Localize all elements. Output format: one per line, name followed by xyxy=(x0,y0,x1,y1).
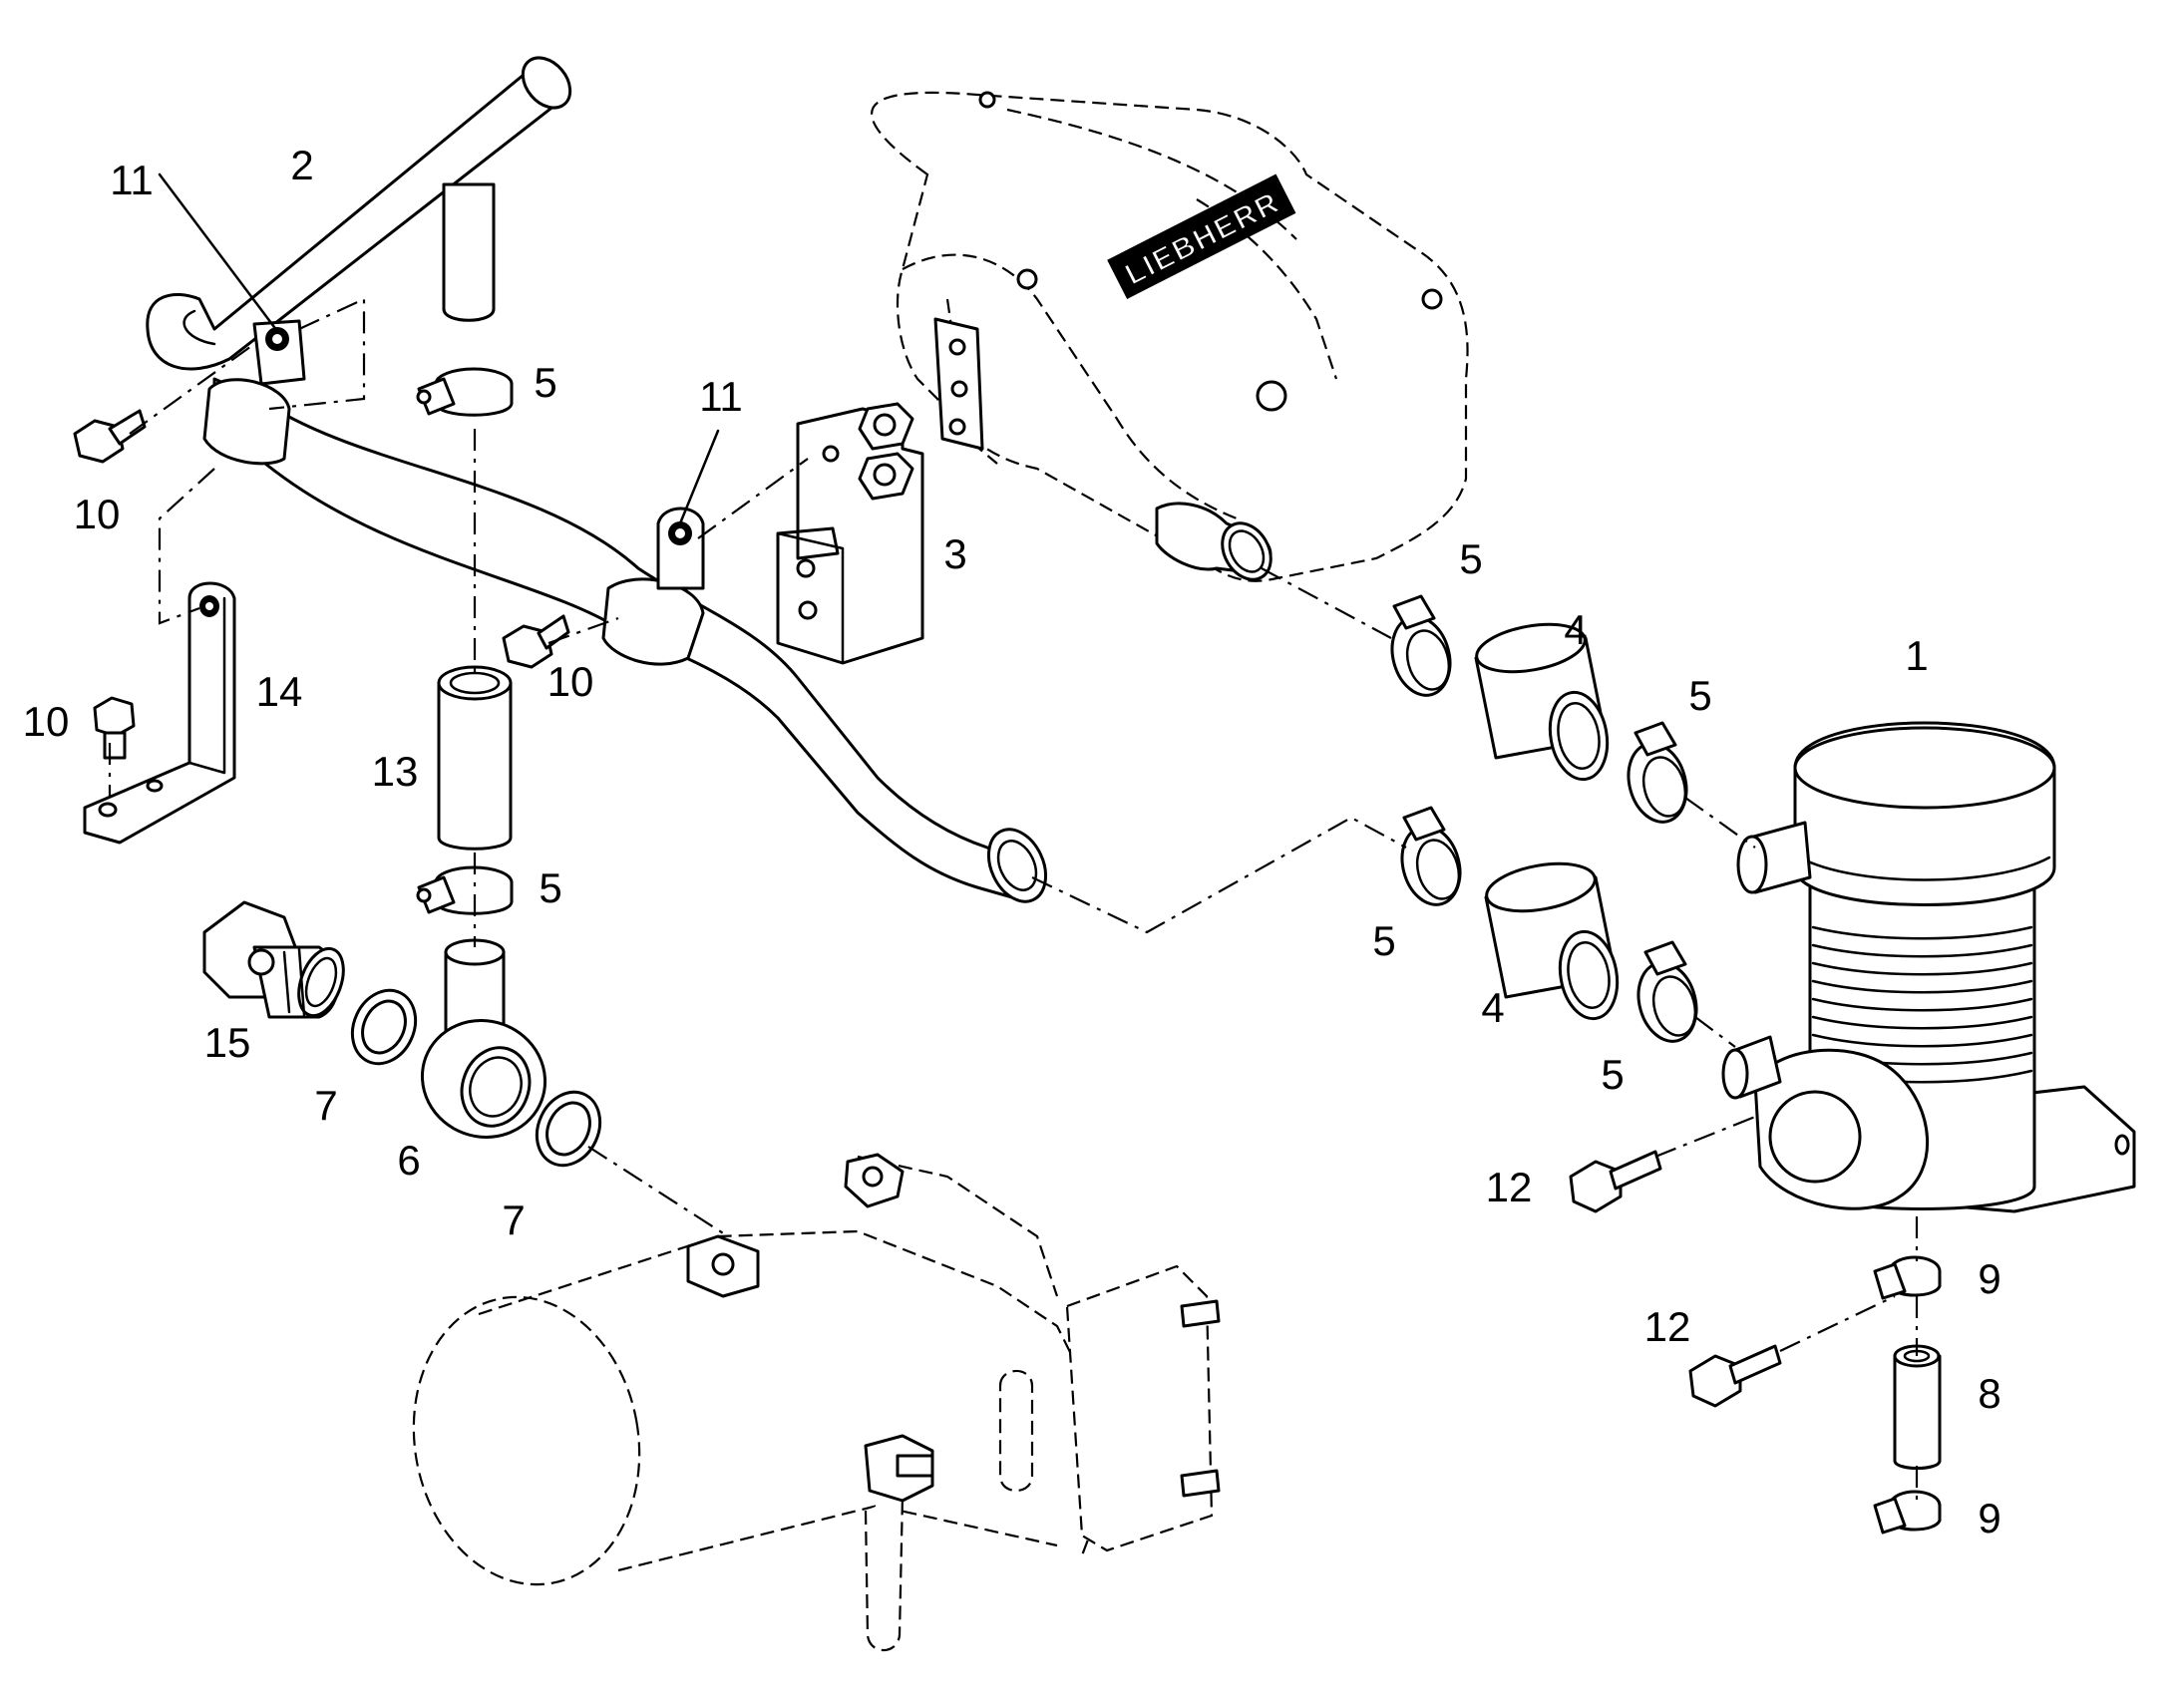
callout-11-left: 11 xyxy=(110,157,154,203)
callout-4-upper: 4 xyxy=(1564,606,1587,653)
callouts: 1 2 3 4 4 5 5 5 5 5 5 5 6 7 7 8 9 9 10 1… xyxy=(23,142,2001,1541)
callout-5-left-bottom: 5 xyxy=(539,864,561,911)
filter-ribs xyxy=(1811,925,2033,1084)
callout-5-right-2: 5 xyxy=(1688,672,1711,719)
part-15-fitting xyxy=(202,900,345,1019)
part-6-banjo xyxy=(420,938,547,1139)
callout-10-b: 10 xyxy=(547,658,594,705)
callout-7-right: 7 xyxy=(502,1196,525,1243)
part-4-sleeves xyxy=(1474,622,1620,1021)
callout-5-right-4: 5 xyxy=(1601,1051,1624,1098)
callout-5-right-3: 5 xyxy=(1372,917,1395,964)
callout-1: 1 xyxy=(1905,632,1928,679)
callout-12-a: 12 xyxy=(1486,1164,1533,1210)
callout-9-bottom: 9 xyxy=(1978,1495,2000,1541)
callout-7-left: 7 xyxy=(314,1082,337,1129)
callout-3: 3 xyxy=(943,530,966,577)
callout-4-lower: 4 xyxy=(1481,984,1504,1031)
part-8-hose xyxy=(1893,1344,1942,1470)
callout-5-left-top: 5 xyxy=(534,359,556,406)
part-3-bracket xyxy=(776,402,924,665)
part-7-seals xyxy=(350,988,602,1168)
callout-14: 14 xyxy=(256,668,303,715)
callout-8: 8 xyxy=(1978,1370,2000,1417)
callout-13: 13 xyxy=(372,748,419,795)
lower-housing xyxy=(412,1153,1221,1651)
part-12-bolts xyxy=(1569,1150,1782,1408)
callout-10-a: 10 xyxy=(74,491,121,537)
leader-lines xyxy=(108,172,1919,1501)
callout-6: 6 xyxy=(397,1137,420,1184)
callout-5-right-1: 5 xyxy=(1459,535,1482,582)
callout-12-b: 12 xyxy=(1644,1303,1691,1350)
callout-15: 15 xyxy=(204,1019,251,1066)
part-9-clamps xyxy=(1873,1255,1942,1535)
part-5-clamps-right xyxy=(1390,594,1698,1043)
callout-2: 2 xyxy=(290,142,313,188)
part-1-air-filter xyxy=(1721,721,2136,1213)
compressor-housing: LIEBHERR xyxy=(870,91,1469,582)
part-2-pipe xyxy=(146,56,1048,903)
part-13-hose xyxy=(437,665,513,851)
callout-11-right: 11 xyxy=(699,373,743,420)
part-14-bracket xyxy=(83,581,236,845)
callout-9-top: 9 xyxy=(1978,1255,2000,1302)
part-11-clips xyxy=(252,319,705,590)
callout-10-c: 10 xyxy=(23,698,70,745)
